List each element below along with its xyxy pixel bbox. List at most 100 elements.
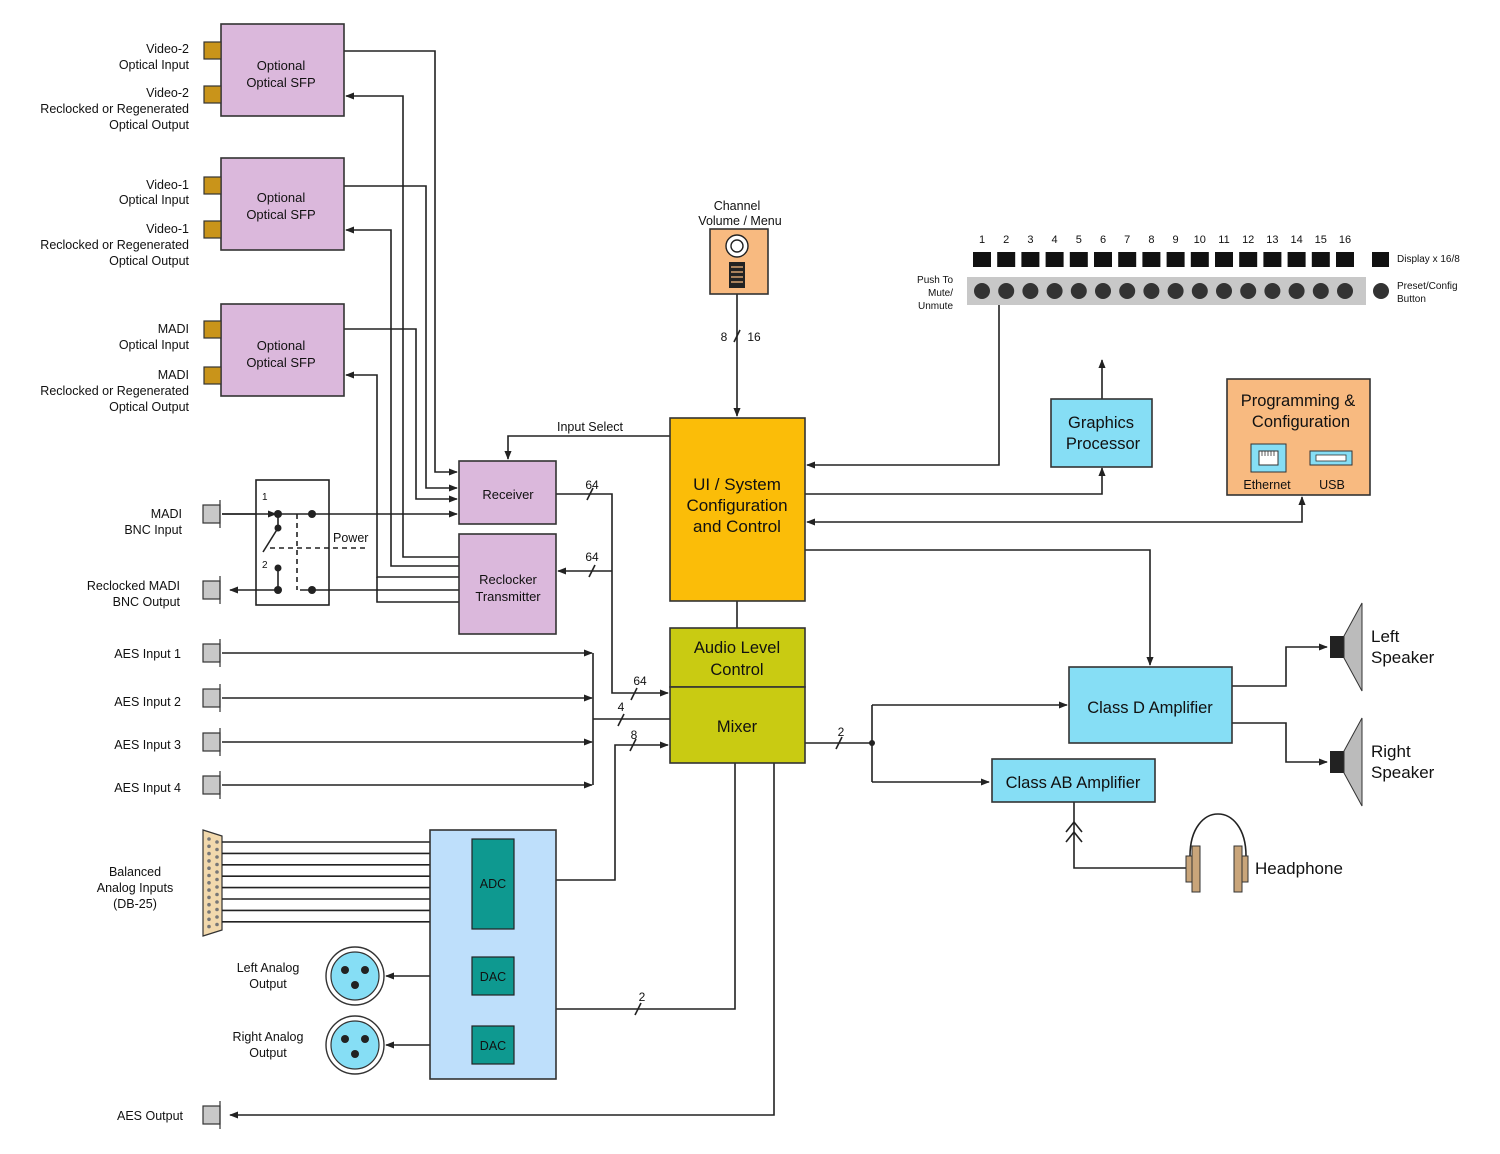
analog-in-c: (DB-25) — [113, 897, 157, 911]
mute-button-10[interactable] — [1191, 283, 1208, 299]
optical-connectors — [203, 41, 222, 385]
ui-line1: UI / System — [693, 475, 781, 494]
mute-button-2[interactable] — [998, 283, 1015, 299]
speaker-labels: Left Speaker Right Speaker — [1371, 627, 1435, 782]
audio-level-line1: Audio Level — [694, 639, 780, 657]
mute-button-14[interactable] — [1288, 283, 1305, 299]
madi-bnc-in-b: BNC Input — [124, 523, 182, 537]
mute-button-4[interactable] — [1046, 283, 1063, 299]
bus-labels: 64 64 64 4 8 2 2 8 16 — [585, 330, 844, 1004]
db25-pin — [207, 910, 211, 914]
sfp-3-in-label-b: Optical Input — [119, 338, 190, 352]
analog-output-labels: Left Analog Output Right Analog Output — [233, 961, 304, 1060]
mute-button-3[interactable] — [1022, 283, 1039, 299]
mute-button-15[interactable] — [1312, 283, 1329, 299]
panel-number-15: 15 — [1315, 234, 1327, 246]
aes-input-3: AES Input 3 — [114, 738, 181, 752]
panel-number-12: 12 — [1242, 234, 1254, 246]
panel-number-9: 9 — [1173, 234, 1179, 246]
bus-dac2: 2 — [639, 990, 646, 1004]
display-square-8 — [1142, 252, 1161, 267]
sfp-3-line2: Optical SFP — [246, 355, 315, 370]
db25-pin — [207, 917, 211, 922]
mute-button-1[interactable] — [974, 283, 990, 299]
class-ab-label: Class AB Amplifier — [1006, 774, 1141, 792]
preset-label-b: Button — [1397, 294, 1426, 305]
bus-ch-b: 16 — [747, 330, 761, 344]
db25-pin — [215, 877, 219, 882]
right-out-b: Output — [249, 1046, 287, 1060]
mute-button-8[interactable] — [1143, 283, 1160, 299]
mixer-block: Mixer — [669, 686, 806, 764]
db25-connector — [202, 829, 223, 937]
mute-button-7[interactable] — [1119, 283, 1136, 299]
sfp-module-2: Optional Optical SFP — [220, 157, 345, 251]
ethernet-label: Ethernet — [1243, 478, 1291, 492]
db25-pin — [207, 866, 211, 870]
relay-pos1: 1 — [262, 492, 268, 503]
madi-bnc-in-a: MADI — [151, 507, 182, 521]
display-square-16 — [1336, 252, 1354, 267]
sfp-1-out-label-b: Reclocked or Regenerated — [40, 102, 189, 116]
display-square-1 — [973, 252, 991, 267]
db25-pin — [207, 873, 211, 878]
panel-number-4: 4 — [1052, 234, 1058, 246]
mute-button-16[interactable] — [1337, 283, 1353, 299]
db25-pin — [215, 915, 219, 919]
sfp-3-in-label-a: MADI — [158, 322, 189, 336]
mute-button-9[interactable] — [1167, 283, 1184, 299]
wires — [222, 50, 1328, 1119]
aes-input-4: AES Input 4 — [114, 781, 181, 795]
mute-button-13[interactable] — [1264, 283, 1281, 299]
mute-button-6[interactable] — [1095, 283, 1111, 299]
sfp-labels: Video-2 Optical Input Video-2 Reclocked … — [40, 42, 189, 414]
ethernet-icon — [1250, 443, 1287, 473]
db25-pin — [215, 840, 219, 844]
class-d-label: Class D Amplifier — [1087, 699, 1213, 717]
sfp-3-line1: Optional — [257, 338, 306, 353]
sfp-2-out-label-c: Optical Output — [109, 254, 189, 268]
reclocker-line2: Transmitter — [475, 589, 541, 604]
db25-pin — [207, 924, 211, 929]
preset-label-a: Preset/Config — [1397, 281, 1458, 292]
display-square-14 — [1287, 252, 1306, 267]
display-square-7 — [1118, 252, 1137, 267]
receiver-block: Receiver — [458, 460, 557, 525]
panel-number-8: 8 — [1148, 234, 1154, 246]
analog-in-a: Balanced — [109, 865, 161, 879]
mute-button-5[interactable] — [1070, 283, 1087, 299]
left-speaker-a: Left — [1371, 627, 1400, 646]
receiver-label: Receiver — [482, 487, 534, 502]
sfp-2-line1: Optional — [257, 190, 306, 205]
bus-tx64: 64 — [585, 550, 599, 564]
audio-level-line2: Control — [710, 661, 763, 679]
mute-button-11[interactable] — [1216, 283, 1232, 299]
db25-pin — [215, 847, 219, 852]
graphics-line1: Graphics — [1068, 414, 1134, 432]
bus-mix8: 8 — [631, 728, 638, 742]
xlr-left-icon — [325, 946, 385, 1006]
analog-input-labels: Balanced Analog Inputs (DB-25) — [97, 865, 173, 911]
display-square-13 — [1263, 252, 1282, 267]
sfp-3-out-label-a: MADI — [158, 368, 189, 382]
bus-ch-a: 8 — [721, 330, 728, 344]
display-square-12 — [1239, 252, 1258, 267]
ui-system-block: UI / System Configuration and Control — [669, 417, 806, 602]
graphics-processor-block: Graphics Processor — [1050, 398, 1153, 468]
headphone-label: Headphone — [1255, 859, 1343, 878]
xlr-right-icon — [325, 1015, 385, 1075]
madi-bnc-labels: MADI BNC Input Reclocked MADI BNC Output — [87, 507, 183, 609]
db25-pin — [207, 881, 211, 885]
mute-button-12[interactable] — [1240, 283, 1257, 299]
display-square-10 — [1190, 252, 1209, 267]
sfp-2-in-label-b: Optical Input — [119, 193, 190, 207]
db25-pin — [215, 907, 219, 912]
display-square-11 — [1215, 252, 1233, 267]
display-square-4 — [1045, 252, 1064, 267]
sfp-1-line2: Optical SFP — [246, 75, 315, 90]
display-square-5 — [1069, 252, 1088, 267]
db25-pin — [215, 900, 219, 904]
madi-bnc-out-a: Reclocked MADI — [87, 579, 180, 593]
bypass-relay: 1 2 Power — [255, 479, 368, 606]
